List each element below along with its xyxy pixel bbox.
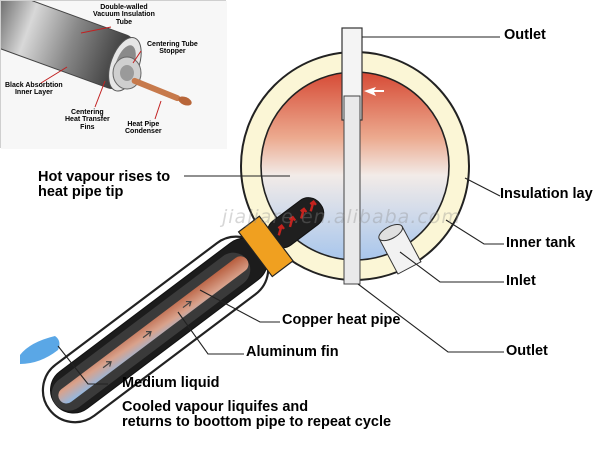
label-aluminum-fin: Aluminum fin: [246, 344, 339, 360]
medium-liquid: [20, 336, 60, 364]
inset-tube-detail: Double-walled Vacuum Insulation Tube Cen…: [0, 0, 227, 149]
inlet-pipe: [378, 223, 422, 275]
label-outlet-bottom: Outlet: [506, 343, 548, 359]
watermark-text: jiajiare.en.alibaba.com: [222, 206, 461, 228]
label-cooled-vapour: Cooled vapour liquifes and returns to bo…: [122, 399, 392, 431]
centering-stopper: [237, 215, 294, 278]
outlet-pipe-internal: [343, 95, 361, 285]
inset-label-centering-fins: Centering Heat Transfer Fins: [65, 109, 110, 131]
label-inlet: Inlet: [506, 273, 536, 289]
inset-label-black-absorption: Black Absorbtion Inner Layer: [5, 82, 63, 97]
leader-lines: [57, 36, 504, 385]
copper-heat-pipe: [58, 256, 249, 404]
inset-label-centering-stopper: Centering Tube Stopper: [147, 41, 198, 56]
label-medium-liquid: Medium liquid: [122, 375, 220, 391]
vacuum-tube-assembly: [41, 197, 325, 424]
inset-illustration: [0, 0, 227, 149]
inset-label-condenser: Heat Pipe Condenser: [125, 121, 162, 136]
label-inner-tank: Inner tank: [506, 235, 576, 251]
hot-vapour-arrows: [277, 199, 317, 236]
label-hot-vapour: Hot vapour rises to heat pipe tip: [38, 169, 171, 201]
label-copper-heat-pipe: Copper heat pipe: [282, 312, 401, 328]
label-insulation-layer: Insulation lay: [500, 186, 593, 202]
label-outlet-top: Outlet: [504, 27, 546, 43]
inset-label-double-walled: Double-walled Vacuum Insulation Tube: [93, 4, 155, 26]
vapour-arrows: [102, 300, 192, 369]
flow-arrow: [364, 87, 384, 96]
